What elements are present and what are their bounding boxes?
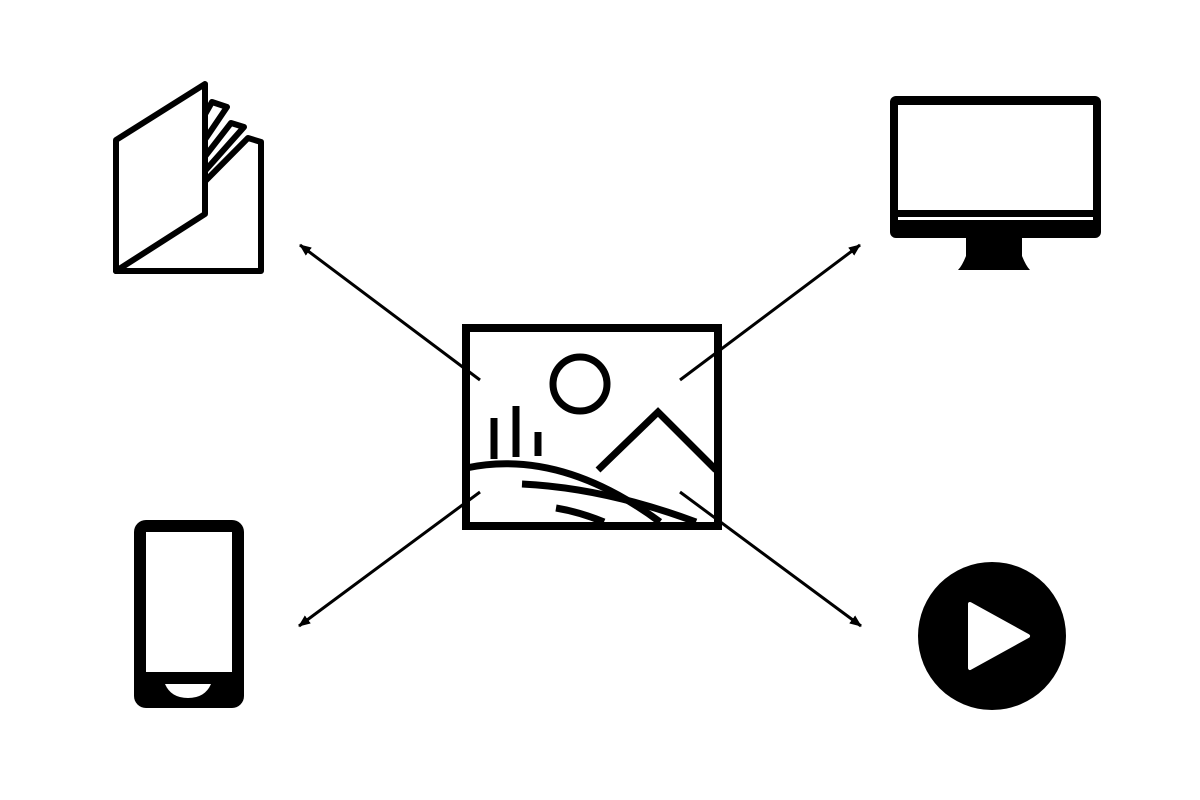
road-line-upper: [521, 480, 698, 526]
hill: [465, 460, 663, 525]
arrow-to-play-video: [679, 490, 862, 628]
landscape-image-icon: [462, 324, 722, 530]
grass: [490, 406, 542, 459]
arrow-to-monitor: [679, 243, 861, 382]
mountain-icon: [595, 407, 719, 473]
arrow-to-smartphone: [298, 490, 481, 628]
image-frame: [462, 324, 722, 530]
smartphone-icon: [134, 520, 244, 708]
book-icon: [113, 81, 264, 274]
arrow-to-book: [299, 243, 481, 382]
road-line-lower: [555, 504, 606, 526]
play-video-icon: [918, 562, 1066, 710]
monitor-icon: [890, 96, 1101, 270]
arrows: [298, 243, 862, 628]
sun-icon: [549, 353, 611, 415]
